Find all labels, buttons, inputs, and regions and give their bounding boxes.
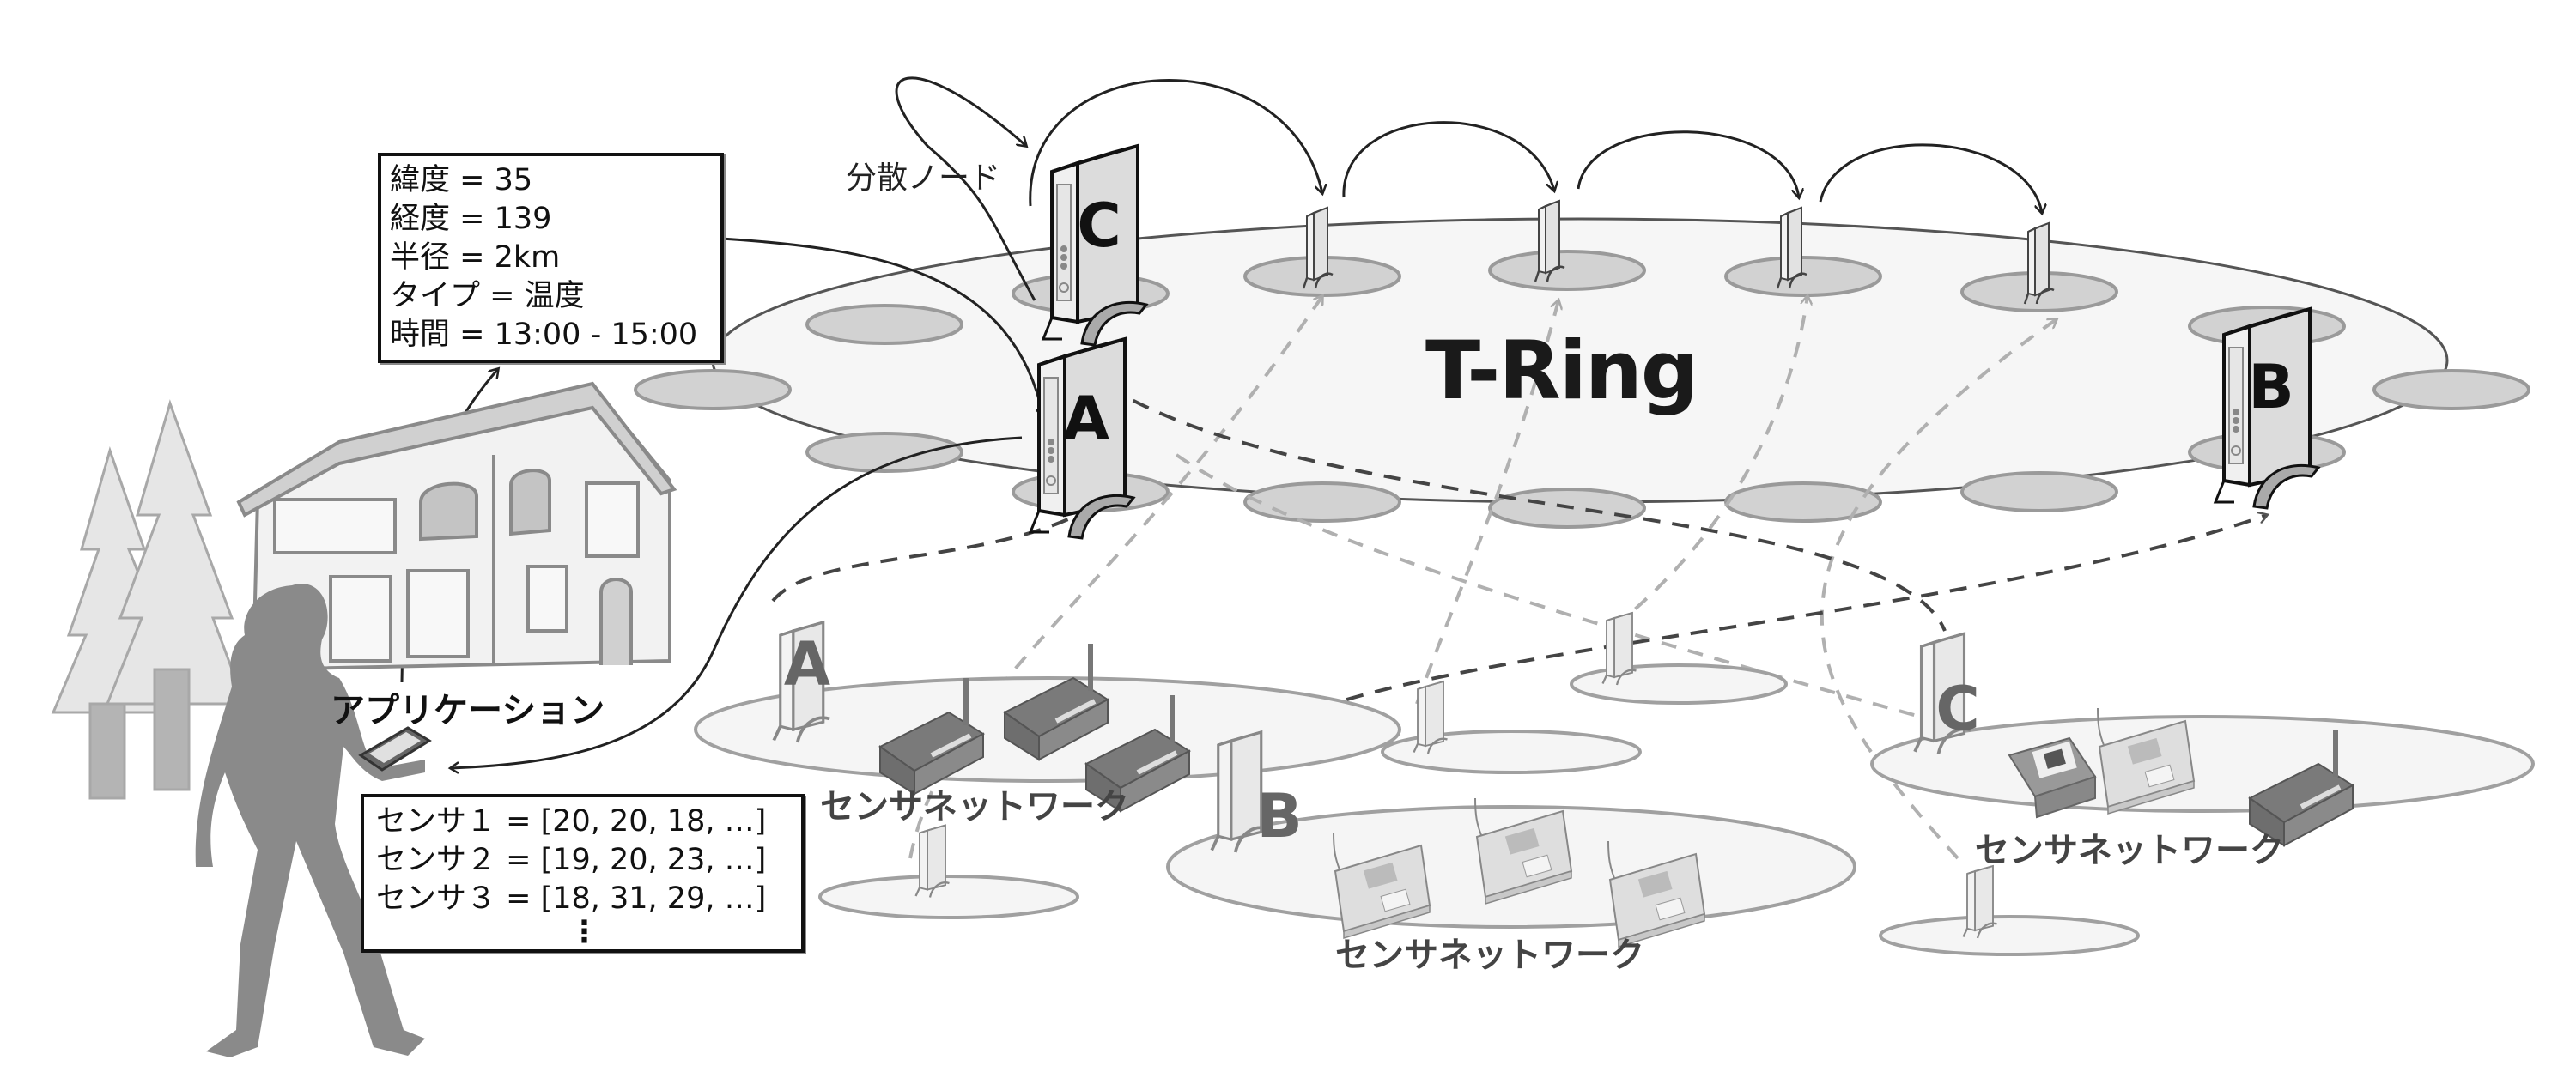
ring-slot[interactable] <box>2372 369 2530 410</box>
routing-arrow <box>895 76 1036 301</box>
node-letter-c: C <box>1077 191 1121 261</box>
sensor-network-label: センサネットワーク <box>1975 831 2284 870</box>
query-line-longitude: 経度 = 139 <box>390 202 552 236</box>
result-line-sensor2: センサ２ = [19, 20, 23, …] <box>376 843 767 877</box>
gateway-letter-b: B <box>1256 781 1303 851</box>
house-icon <box>236 381 677 672</box>
ring-slot[interactable] <box>805 432 963 473</box>
routing-arrows <box>895 76 2042 301</box>
node-letter-a: A <box>1062 384 1110 454</box>
ring-slot[interactable] <box>1724 481 1882 523</box>
sensor-network-label: センサネットワーク <box>1335 936 1644 975</box>
result-box: センサ１ = [20, 20, 18, …] センサ２ = [19, 20, 2… <box>361 794 805 953</box>
gateway-letter-a: A <box>783 629 831 700</box>
result-line-sensor1: センサ１ = [20, 20, 18, …] <box>376 804 767 839</box>
query-line-radius: 半径 = 2km <box>390 240 561 275</box>
ring-slot[interactable] <box>1960 471 2118 512</box>
distributed-node-label: 分散ノード <box>846 160 1001 196</box>
query-box: 緯度 = 35 経度 = 139 半径 = 2km タイプ = 温度 時間 = … <box>378 153 724 363</box>
sensor-cluster <box>1879 864 2140 956</box>
sensor-device-icon[interactable] <box>2008 736 2097 819</box>
tree-icon <box>51 399 247 800</box>
ring-slot[interactable] <box>1488 250 1646 291</box>
gateway-links <box>771 385 2267 736</box>
ring-slot[interactable] <box>805 304 963 345</box>
result-arrow <box>451 436 1023 768</box>
query-line-latitude: 緯度 = 35 <box>390 163 533 197</box>
query-line-type: タイプ = 温度 <box>390 279 585 313</box>
smartphone-icon[interactable] <box>358 726 432 772</box>
routing-arrow <box>1029 79 1322 207</box>
node-letter-b: B <box>2248 352 2294 422</box>
ring-slot[interactable] <box>1724 256 1882 297</box>
sensor-network-label: センサネットワーク <box>820 787 1129 827</box>
gateway-letter-c: C <box>1935 674 1980 744</box>
routing-arrow <box>1819 143 2042 213</box>
routing-arrow <box>1577 130 1799 197</box>
query-arrow <box>720 237 1043 416</box>
application-label: アプリケーション <box>331 691 605 730</box>
sensor-network-b <box>1166 730 1856 948</box>
ring-slot[interactable] <box>634 369 792 410</box>
query-line-time: 時間 = 13:00 - 15:00 <box>390 318 698 352</box>
sensor-network-c <box>1870 632 2535 845</box>
ring-title: T-Ring <box>1425 324 1698 418</box>
result-continuation: ⋮ <box>569 915 599 949</box>
sensor-cluster <box>1570 611 1788 705</box>
ring-slot[interactable] <box>1243 481 1401 523</box>
result-line-sensor3: センサ３ = [18, 31, 29, …] <box>376 881 767 916</box>
sensor-cluster <box>1381 680 1642 774</box>
routing-arrow <box>1342 121 1554 198</box>
sensor-cluster <box>818 824 1079 919</box>
